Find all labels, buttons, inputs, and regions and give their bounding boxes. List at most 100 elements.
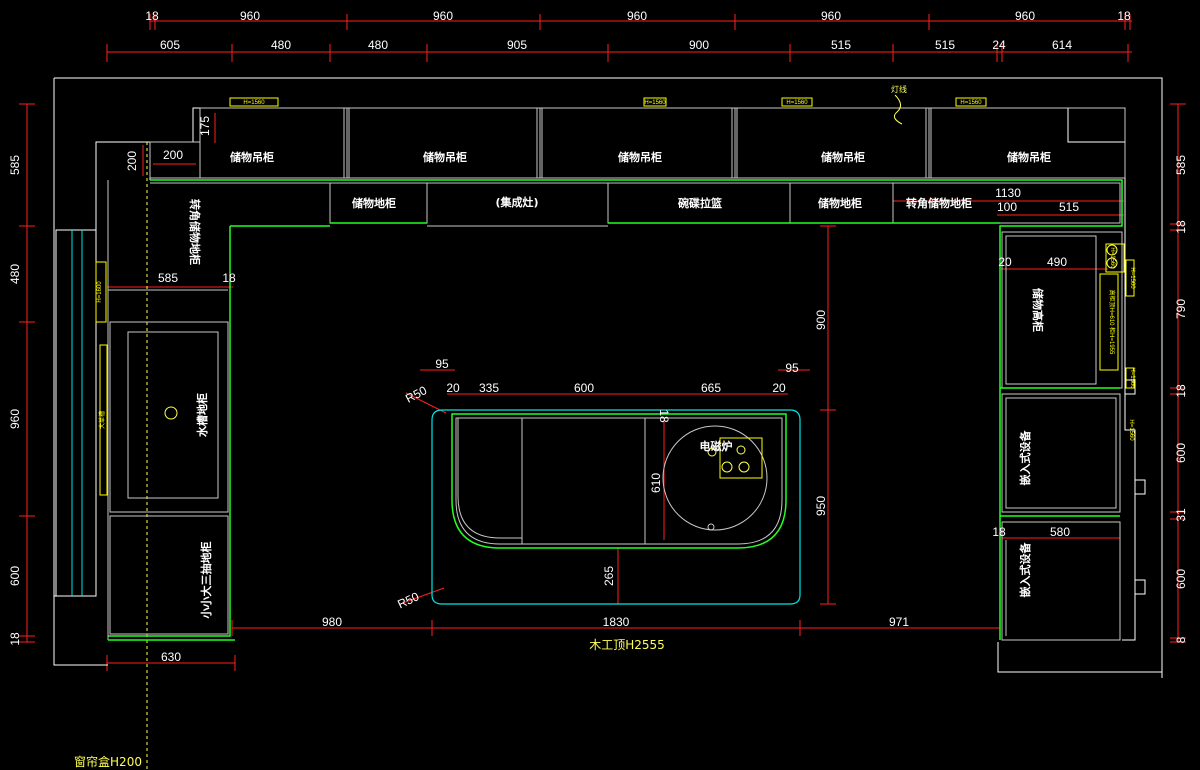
island bbox=[431, 409, 801, 605]
dim-top1-5: 960 bbox=[1015, 9, 1035, 23]
dim-left-4: 18 bbox=[8, 632, 22, 646]
dim-175: 175 bbox=[198, 116, 212, 136]
label-base-1: 储物地柜 bbox=[352, 196, 396, 210]
top-dimension-chain-2 bbox=[106, 44, 1132, 62]
dim-left-1: 480 bbox=[8, 264, 22, 284]
tag-right-v1: H=1560 bbox=[1129, 367, 1135, 389]
dim-right-7: 8 bbox=[1174, 636, 1188, 643]
label-upper-1: 储物吊柜 bbox=[230, 150, 274, 164]
dim-95-left: 95 bbox=[435, 357, 449, 371]
tag-left-v1: H=1600 bbox=[97, 281, 103, 303]
dim-335: 335 bbox=[479, 381, 499, 395]
right-dimension-chain bbox=[1170, 103, 1186, 643]
dim-100: 100 bbox=[997, 200, 1017, 214]
dim-20-island-r: 20 bbox=[772, 381, 786, 395]
tag-right-v2: H=1560 bbox=[1109, 247, 1115, 269]
dim-585-inner: 585 bbox=[158, 271, 178, 285]
inner-dimension-lines bbox=[107, 113, 1124, 605]
dim-490: 490 bbox=[1047, 255, 1067, 269]
dim-610: 610 bbox=[649, 473, 663, 493]
dim-bottom-3: 971 bbox=[889, 615, 909, 629]
dim-top1-0: 18 bbox=[145, 9, 159, 23]
dim-200-h: 200 bbox=[163, 148, 183, 162]
label-right-tall: 储物高柜 bbox=[1031, 288, 1045, 332]
dim-top2-1: 480 bbox=[271, 38, 291, 52]
dim-1130: 1130 bbox=[995, 186, 1021, 200]
dim-top1-1: 960 bbox=[240, 9, 260, 23]
label-base-3: 碗碟拉篮 bbox=[678, 196, 722, 210]
dim-right-4: 600 bbox=[1174, 443, 1188, 463]
dim-200-v: 200 bbox=[125, 151, 139, 171]
dim-95-right: 95 bbox=[785, 361, 799, 375]
dim-right-3: 18 bbox=[1174, 384, 1188, 398]
dim-right-2: 790 bbox=[1174, 299, 1188, 319]
label-left-corner: 转角储物地柜 bbox=[188, 199, 202, 265]
dim-right-0: 585 bbox=[1174, 155, 1188, 175]
tag-h-1: H=1560 bbox=[243, 100, 265, 106]
dim-bottom-2: 1830 bbox=[603, 615, 630, 629]
label-left-sink: 水槽地柜 bbox=[195, 393, 209, 437]
base-cabinets-left-run bbox=[95, 180, 235, 641]
dim-top2-8: 614 bbox=[1052, 38, 1072, 52]
ceiling-note: 木工顶H2555 bbox=[589, 638, 665, 652]
upper-cabinets bbox=[149, 94, 1126, 179]
dim-right-6: 600 bbox=[1174, 569, 1188, 589]
dim-20-island-l: 20 bbox=[446, 381, 460, 395]
base-cabinets-top-run bbox=[108, 179, 1123, 637]
tag-right-v3: 高柜顶H=610 柜H=1955 bbox=[1108, 290, 1116, 355]
dim-top2-5: 515 bbox=[831, 38, 851, 52]
dim-left-0: 585 bbox=[8, 155, 22, 175]
dim-top2-3: 905 bbox=[507, 38, 527, 52]
dim-top1-4: 960 bbox=[821, 9, 841, 23]
dim-950-island: 950 bbox=[814, 496, 828, 516]
label-base-5: 转角储物地柜 bbox=[906, 196, 972, 210]
dim-bottom-1: 980 bbox=[322, 615, 342, 629]
tag-h-2: H=1560 bbox=[644, 100, 666, 106]
dim-left-3: 600 bbox=[8, 566, 22, 586]
dim-r50-bottom: R50 bbox=[395, 589, 421, 611]
tag-left-v2: 大单槽 bbox=[98, 411, 106, 429]
dim-right-1: 18 bbox=[1174, 220, 1188, 234]
label-island-cooktop: 电磁炉 bbox=[700, 439, 733, 453]
lamp-line-note: 灯线 bbox=[891, 84, 907, 94]
curtain-box-note: 窗帘盒H200 bbox=[74, 754, 142, 769]
dim-top1-6: 18 bbox=[1117, 9, 1131, 23]
tag-h-4: H=1560 bbox=[960, 100, 982, 106]
tag-right-v4: H=1560 bbox=[1128, 419, 1134, 441]
dim-left-2: 960 bbox=[8, 409, 22, 429]
label-right-embedded-1: 嵌入式设备 bbox=[1018, 430, 1032, 486]
label-base-2: (集成灶) bbox=[495, 195, 538, 209]
label-left-small: 小小大三抽地柜 bbox=[199, 542, 213, 620]
dim-580: 580 bbox=[1050, 525, 1070, 539]
dim-bottom-0: 630 bbox=[161, 650, 181, 664]
window-left bbox=[55, 229, 97, 597]
bottom-dimension-chain bbox=[106, 620, 1001, 671]
room-walls bbox=[53, 77, 1163, 678]
dim-665: 665 bbox=[701, 381, 721, 395]
dim-top2-6: 515 bbox=[935, 38, 955, 52]
label-upper-3: 储物吊柜 bbox=[618, 150, 662, 164]
dim-top1-2: 960 bbox=[433, 9, 453, 23]
dim-18-right-lower: 18 bbox=[992, 525, 1006, 539]
dim-20-right: 20 bbox=[998, 255, 1012, 269]
dim-265: 265 bbox=[602, 566, 616, 586]
tag-h-3: H=1560 bbox=[786, 100, 808, 106]
dim-top2-0: 605 bbox=[160, 38, 180, 52]
top-dimension-chain-1 bbox=[149, 14, 1132, 30]
dim-515-inner: 515 bbox=[1059, 200, 1079, 214]
label-base-4: 储物地柜 bbox=[818, 196, 862, 210]
dim-top2-7: 24 bbox=[992, 38, 1006, 52]
dim-900-island: 900 bbox=[814, 310, 828, 330]
dim-top2-2: 480 bbox=[368, 38, 388, 52]
base-cabinets-right-run bbox=[999, 231, 1135, 641]
label-right-embedded-2: 嵌入式设备 bbox=[1018, 542, 1032, 598]
dim-top1-3: 960 bbox=[627, 9, 647, 23]
dim-18-left: 18 bbox=[222, 271, 236, 285]
label-upper-5: 储物吊柜 bbox=[1007, 150, 1051, 164]
tag-h-5: H=1560 bbox=[1129, 267, 1135, 289]
left-dimension-chain bbox=[19, 103, 35, 643]
label-upper-2: 储物吊柜 bbox=[423, 150, 467, 164]
dim-18-island: 18 bbox=[657, 409, 671, 423]
